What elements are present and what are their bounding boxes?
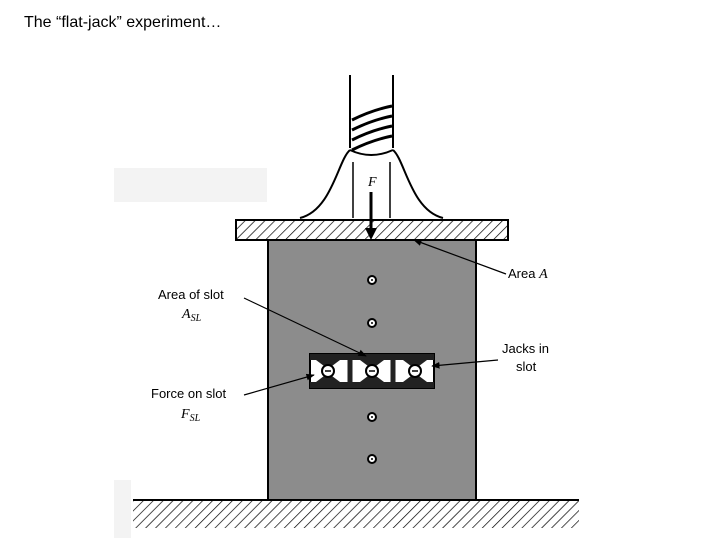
force-arrow (365, 192, 377, 240)
pin-icon (367, 454, 377, 464)
ground-base (133, 500, 579, 528)
jack-icon (403, 360, 427, 382)
leader-lines (243, 239, 507, 396)
force-symbol: F (367, 175, 377, 190)
area-symbol: A (538, 267, 548, 282)
jacks-label-line2: slot (516, 359, 537, 374)
spring-icon (351, 104, 393, 152)
slot-area-subscript: SL (191, 313, 202, 324)
pin-icon (367, 318, 377, 328)
loading-ram (299, 75, 444, 219)
pin-icon (367, 275, 377, 285)
slot-area-symbol: ASL (181, 307, 202, 324)
slot-area-symbol-main: A (181, 307, 191, 322)
slot-force-label: Force on slot (151, 386, 227, 401)
pin-icon (367, 412, 377, 422)
slot-area-label: Area of slot (158, 287, 224, 302)
jack-icon (316, 360, 340, 382)
measurement-pins (367, 275, 377, 464)
area-label: Area A (508, 266, 548, 282)
area-label-text: Area (508, 266, 539, 281)
slot-force-symbol: FSL (180, 407, 201, 424)
slot-force-symbol-main: F (180, 407, 190, 422)
scan-artifact (114, 168, 267, 202)
jack-slot (309, 353, 435, 389)
slot-force-subscript: SL (190, 413, 201, 424)
scan-artifact (114, 480, 131, 538)
jacks-label-line1: Jacks in (502, 341, 549, 356)
slide-title: The “flat-jack” experiment… (24, 14, 222, 31)
jack-icon (360, 360, 384, 382)
